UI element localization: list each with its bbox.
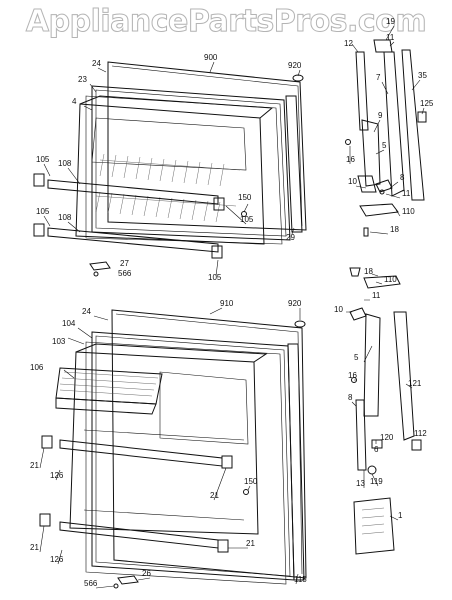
freezer-hinge-parts — [345, 39, 427, 237]
callout-label: 115 — [294, 575, 307, 584]
callout-label: 23 — [78, 75, 87, 84]
fresh-food-door-assembly — [39, 309, 307, 589]
callout-label: 920 — [288, 61, 302, 70]
callout-label: 4 — [72, 97, 77, 106]
callout-label: 900 — [204, 53, 218, 62]
callout-label: 21 — [246, 539, 255, 548]
callout-label: 108 — [58, 213, 72, 222]
callout-label: 126 — [50, 471, 64, 480]
watermark-logo: AppliancePartsPros.com — [25, 4, 427, 40]
callout-label: 126 — [50, 555, 64, 564]
callout-label: 26 — [142, 569, 151, 578]
callout-label: 12 — [344, 39, 353, 48]
callout-label: 1 — [398, 511, 403, 520]
callout-label: 105 — [36, 207, 50, 216]
callout-label: 7 — [376, 73, 381, 82]
callout-label: 24 — [92, 59, 101, 68]
callout-label: 9 — [378, 111, 383, 120]
callout-label: 11 — [386, 33, 395, 42]
callout-label: 920 — [288, 299, 302, 308]
freezer-door-assembly — [33, 61, 307, 277]
callout-label: 27 — [120, 259, 129, 268]
callout-label: 18 — [364, 267, 373, 276]
callout-label: 110 — [402, 207, 415, 216]
callout-label: 108 — [58, 159, 72, 168]
callout-label: 18 — [390, 225, 399, 234]
callout-label: 103 — [52, 337, 66, 346]
callout-label: 21 — [30, 461, 39, 470]
callout-label: 29 — [286, 233, 295, 242]
callout-label: 566 — [118, 269, 132, 278]
callout-label: 112 — [414, 429, 427, 438]
callout-label: 110 — [384, 275, 397, 284]
callout-label: 910 — [220, 299, 234, 308]
leader-lines — [39, 25, 425, 589]
callout-label: 106 — [30, 363, 44, 372]
callout-label: 21 — [30, 543, 39, 552]
callout-label: 105 — [208, 273, 222, 282]
callout-label: 119 — [370, 477, 383, 486]
callout-label: 121 — [408, 379, 422, 388]
callout-label: 5 — [382, 141, 387, 150]
callout-label: 19 — [386, 17, 395, 26]
callout-label: 566 — [84, 579, 98, 588]
callout-labels: 19 12 11 900 24 920 23 7 35 4 9 125 105 … — [30, 17, 434, 588]
callout-label: 13 — [356, 479, 365, 488]
callout-label: 150 — [244, 477, 258, 486]
callout-label: 16 — [346, 155, 355, 164]
callout-label: 10 — [334, 305, 343, 314]
callout-label: 120 — [380, 433, 394, 442]
callout-label: 21 — [210, 491, 219, 500]
callout-label: 8 — [348, 393, 353, 402]
callout-label: 35 — [418, 71, 427, 80]
callout-label: 24 — [82, 307, 91, 316]
callout-label: 150 — [238, 193, 252, 202]
callout-label: 125 — [420, 99, 434, 108]
callout-label: 105 — [240, 215, 254, 224]
fresh-food-hinge-parts — [349, 267, 422, 555]
callout-label: 11 — [372, 291, 381, 300]
callout-label: 104 — [62, 319, 76, 328]
callout-label: 8 — [400, 173, 405, 182]
callout-label: 6 — [374, 445, 379, 454]
callout-label: 5 — [354, 353, 359, 362]
callout-label: 16 — [348, 371, 357, 380]
callout-label: 105 — [36, 155, 50, 164]
callout-label: 11 — [402, 189, 411, 198]
callout-label: 10 — [348, 177, 357, 186]
